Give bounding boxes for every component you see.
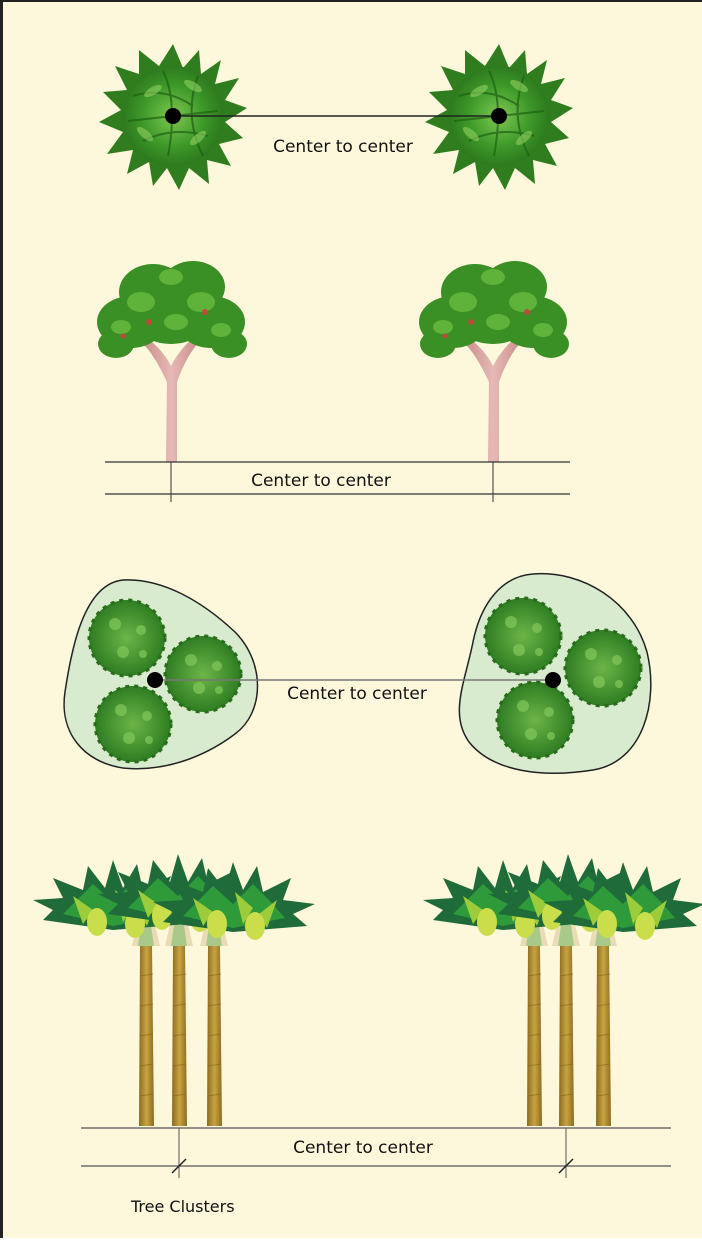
tree-elevation-left <box>97 261 247 462</box>
center-point-left <box>147 672 163 688</box>
center-point-right <box>545 672 561 688</box>
panel-elevation-single-trees: Center to center <box>97 261 570 502</box>
cluster-tree <box>165 636 241 712</box>
center-point-right <box>491 108 507 124</box>
center-to-center-label: Center to center <box>293 1138 433 1158</box>
diagram-svg: Center to center Center to center Center… <box>3 2 702 1240</box>
center-point-left <box>165 108 181 124</box>
cluster-tree <box>497 682 573 758</box>
center-to-center-label: Center to center <box>287 684 427 704</box>
panel-plan-clusters: Center to center <box>64 574 651 774</box>
cluster-tree <box>95 686 171 762</box>
tree-clusters-caption: Tree Clusters <box>130 1197 235 1216</box>
panel-elevation-palm-clusters: Center to center Tree Clusters <box>33 854 702 1216</box>
cluster-tree <box>485 598 561 674</box>
center-to-center-label: Center to center <box>251 471 391 491</box>
cluster-tree <box>89 600 165 676</box>
cluster-tree <box>565 630 641 706</box>
center-to-center-label: Center to center <box>273 137 413 157</box>
tree-elevation-right <box>419 261 569 462</box>
panel-plan-single-trees: Center to center <box>99 44 573 190</box>
